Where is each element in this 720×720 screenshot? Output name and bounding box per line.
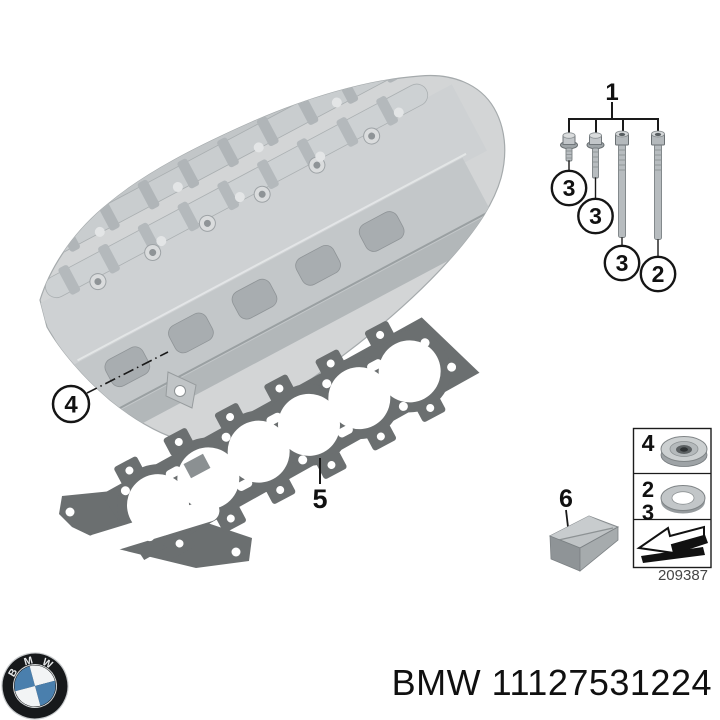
legend-table: 4 2 3 209387 [632, 427, 712, 584]
bolt-short [560, 132, 578, 162]
bolt-medium [586, 132, 605, 179]
group-label[interactable]: 1 [605, 79, 618, 106]
logo-letter-m: M [23, 654, 35, 668]
box-right-face [579, 526, 619, 572]
callout-number[interactable]: 2 [652, 261, 665, 287]
callout-5-gasket[interactable]: 5 [312, 458, 328, 514]
legend-row1-number[interactable]: 4 [642, 430, 655, 456]
screw-plug-icon [660, 436, 708, 467]
gasket-hole [65, 507, 75, 517]
callout-circle[interactable] [577, 197, 614, 235]
callout-number[interactable]: 3 [589, 203, 602, 229]
bolt-long [615, 130, 629, 238]
callout-number[interactable]: 3 [563, 175, 576, 201]
leader-line [86, 351, 169, 394]
callout-circle[interactable] [639, 255, 677, 293]
head-mount-hole [174, 385, 186, 397]
bolt-longest [651, 130, 665, 240]
callout-number[interactable]: 6 [559, 485, 573, 513]
legend-code: 209387 [658, 567, 708, 584]
exhaust-ports [104, 211, 405, 388]
callout-number[interactable]: 3 [616, 250, 629, 276]
head-gasket-drawing [59, 317, 480, 568]
leader-line [565, 509, 569, 528]
gasket-patch [183, 453, 211, 479]
gasket-hole [231, 547, 241, 557]
part-number-caption: BMW 11127531224 [391, 662, 712, 703]
gasket-bolt-holes [120, 330, 457, 548]
callout-number[interactable]: 5 [312, 484, 327, 514]
legend-row2-number-a[interactable]: 2 [642, 477, 654, 502]
washer-icon [660, 485, 706, 514]
gasket-strip [101, 317, 480, 561]
callout-circle[interactable] [550, 169, 588, 207]
gasket-chain-slot [84, 499, 220, 557]
callout-4-head[interactable]: 4 [51, 351, 169, 424]
bolt-set: 1 3 3 [550, 79, 677, 293]
bracket-lines [568, 102, 659, 134]
install-direction-arrow-icon [636, 525, 708, 563]
cast-bosses [94, 97, 404, 247]
logo-quadrants [14, 665, 56, 707]
callout-circle[interactable] [51, 384, 91, 424]
gasket-kit-box: 6 [548, 485, 620, 572]
legend-row2-number-b[interactable]: 3 [642, 500, 654, 525]
callout-circle[interactable] [603, 244, 641, 282]
callout-number[interactable]: 4 [64, 392, 78, 419]
gasket-hole [83, 537, 91, 545]
box-top-flap [550, 516, 613, 541]
exhaust-cam-lobes [58, 75, 398, 252]
bmw-logo: B M W [1, 652, 69, 720]
